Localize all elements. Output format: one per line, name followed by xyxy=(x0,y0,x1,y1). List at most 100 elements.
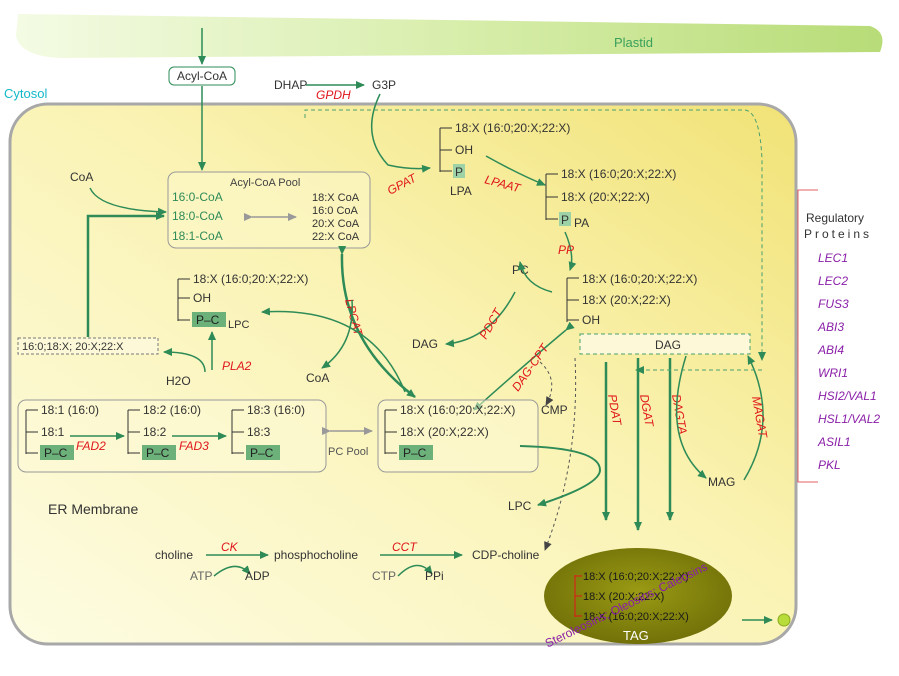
dag-oh: OH xyxy=(582,313,600,327)
h2o-label: H2O xyxy=(166,374,191,388)
pool-left-2: 18:0-CoA xyxy=(172,209,223,223)
dgat-enzyme: DGAT xyxy=(637,393,657,429)
lpc-bottom-label: LPC xyxy=(508,499,532,513)
pc3-chain2: 18:3 xyxy=(247,425,271,439)
oil-body-icon xyxy=(777,613,791,627)
pc-pool-label: PC Pool xyxy=(328,446,368,458)
pla2-enzyme: PLA2 xyxy=(222,359,252,373)
lpc-chain: 18:X (16:0;20:X;22:X) xyxy=(193,272,308,286)
pc-18-3: 18:3 (16:0) 18:3 P–C xyxy=(231,403,305,460)
pc2-pc: P–C xyxy=(146,446,170,460)
regulatory-subtitle: Proteins xyxy=(804,227,872,241)
fad3-enzyme: FAD3 xyxy=(179,439,209,453)
pcx-chain1: 18:X (16:0;20:X;22:X) xyxy=(400,403,515,417)
coa-top-label: CoA xyxy=(70,170,93,184)
atp-label: ATP xyxy=(190,569,212,583)
lpa-oh: OH xyxy=(455,143,473,157)
pc-18-x: 18:X (16:0;20:X;22:X) 18:X (20:X;22:X) P… xyxy=(384,403,515,460)
tag-oil-body xyxy=(544,548,732,644)
pc-18-2: 18:2 (16:0) 18:2 P–C xyxy=(127,403,201,460)
pool-right-4: 22:X CoA xyxy=(312,231,360,243)
regulatory-item: HSL1/VAL2 xyxy=(818,412,880,426)
regulatory-item: FUS3 xyxy=(818,297,849,311)
plastid-label: Plastid xyxy=(614,35,653,50)
choline-label: choline xyxy=(155,548,193,562)
ppi-label: PPi xyxy=(425,569,444,583)
dhap-label: DHAP xyxy=(274,78,307,92)
regulatory-title: Regulatory xyxy=(806,211,864,225)
dag-box-label: DAG xyxy=(655,338,681,352)
dag-chain2: 18:X (20:X;22:X) xyxy=(582,293,671,307)
pc1-chain1: 18:1 (16:0) xyxy=(41,403,99,417)
cytosol-label: Cytosol xyxy=(4,86,47,101)
coa-mid-label: CoA xyxy=(306,371,329,385)
dag-left-label: DAG xyxy=(412,337,438,351)
lpa-p: P xyxy=(455,165,463,179)
tag-label: TAG xyxy=(623,628,649,643)
pc2-chain1: 18:2 (16:0) xyxy=(143,403,201,417)
pc3-pc: P–C xyxy=(250,446,274,460)
lpa-structure: 18:X (16:0;20:X;22:X) OH P LPA xyxy=(439,121,570,198)
pdat-enzyme: PDAT xyxy=(605,393,624,428)
dag-box xyxy=(579,333,751,355)
pc-18-1: 18:1 (16:0) 18:1 P–C xyxy=(25,403,99,460)
pa-label: PA xyxy=(574,216,589,230)
tag-chain1: 18:X (16:0;20:X;22:X) xyxy=(583,571,689,583)
lpc-label: LPC xyxy=(228,319,249,331)
regulatory-item: LEC1 xyxy=(818,251,848,265)
regulatory-list: LEC1LEC2FUS3ABI3ABI4WRI1HSI2/VAL1HSL1/VA… xyxy=(817,251,880,472)
pc1-pc: P–C xyxy=(44,446,68,460)
ctp-label: CTP xyxy=(372,569,396,583)
tag-chain3: 18:X (16:0;20:X;22:X) xyxy=(583,611,689,623)
pool-right-1: 18:X CoA xyxy=(312,192,360,204)
lpc-structure: 18:X (16:0;20:X;22:X) OH P–C LPC xyxy=(177,272,308,331)
cdp-choline-label: CDP-choline xyxy=(472,548,540,562)
acyl-coa-box xyxy=(168,66,236,86)
free-fa-box xyxy=(17,337,159,355)
pcx-chain2: 18:X (20:X;22:X) xyxy=(400,425,489,439)
acyl-coa-label: Acyl-CoA xyxy=(177,69,227,83)
lpa-chain: 18:X (16:0;20:X;22:X) xyxy=(455,121,570,135)
lpc-pc: P–C xyxy=(196,313,220,327)
adp-label: ADP xyxy=(245,569,270,583)
dag-center-structure: 18:X (16:0;20:X;22:X) 18:X (20:X;22:X) O… xyxy=(566,272,697,327)
pa-p: P xyxy=(561,213,569,227)
cmp-label: CMP xyxy=(541,403,568,417)
pc2-chain2: 18:2 xyxy=(143,425,167,439)
fad2-enzyme: FAD2 xyxy=(76,439,106,453)
g3p-label: G3P xyxy=(372,78,396,92)
phosphocholine-label: phosphocholine xyxy=(274,548,358,562)
free-fa-label: 16:0;18:X; 20:X;22:X xyxy=(22,341,124,353)
regulatory-item: ABI4 xyxy=(817,343,844,357)
pa-chain2: 18:X (20:X;22:X) xyxy=(561,190,650,204)
dag-chain1: 18:X (16:0;20:X;22:X) xyxy=(582,272,697,286)
pc1-chain2: 18:1 xyxy=(41,425,65,439)
regulatory-item: LEC2 xyxy=(818,274,848,288)
pa-chain1: 18:X (16:0;20:X;22:X) xyxy=(561,167,676,181)
lpa-label: LPA xyxy=(450,184,472,198)
regulatory-item: PKL xyxy=(818,458,841,472)
pc3-chain1: 18:3 (16:0) xyxy=(247,403,305,417)
gpdh-enzyme: GPDH xyxy=(316,88,351,102)
pool-right-3: 20:X CoA xyxy=(312,218,360,230)
regulatory-item: HSI2/VAL1 xyxy=(818,389,877,403)
lpc-oh: OH xyxy=(193,291,211,305)
pa-structure: 18:X (16:0;20:X;22:X) 18:X (20:X;22:X) P… xyxy=(545,167,676,230)
tag-chain2: 18:X (20:X;22:X) xyxy=(583,591,664,603)
regulatory-item: ASIL1 xyxy=(817,435,851,449)
regulatory-item: ABI3 xyxy=(817,320,844,334)
acyl-coa-pool xyxy=(167,171,371,249)
pp-enzyme: PP xyxy=(558,243,574,257)
acyl-pool-title: Acyl-CoA Pool xyxy=(230,177,300,189)
er-membrane-label: ER Membrane xyxy=(48,501,138,517)
regulatory-item: WRI1 xyxy=(818,366,848,380)
pool-left-3: 18:1-CoA xyxy=(172,229,223,243)
pcx-pc: P–C xyxy=(403,446,427,460)
ck-enzyme: CK xyxy=(221,540,239,554)
plastid-compartment xyxy=(16,14,883,58)
cct-enzyme: CCT xyxy=(392,540,418,554)
dagta-enzyme: DAGTA xyxy=(669,393,690,435)
mag-label: MAG xyxy=(708,475,735,489)
